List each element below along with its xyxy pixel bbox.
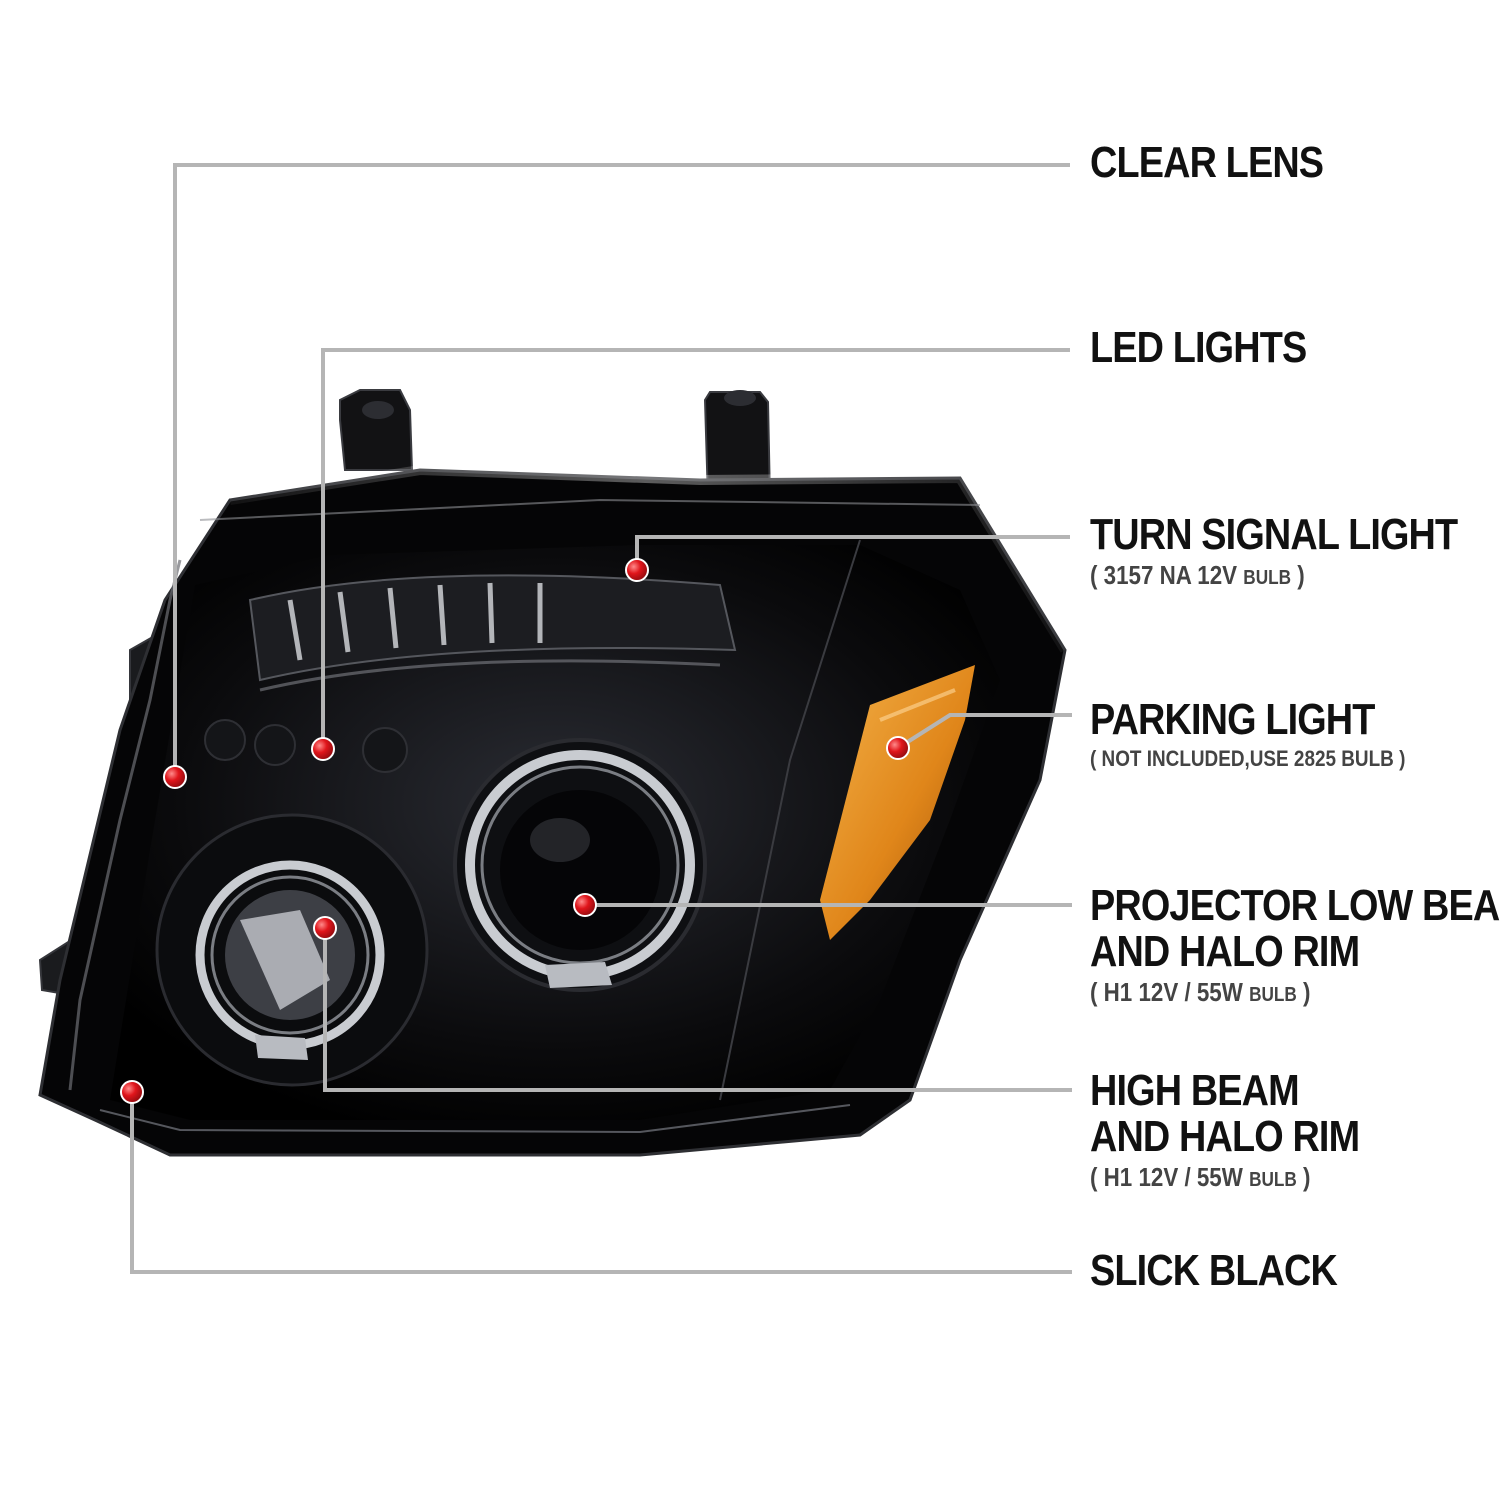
label-turn-signal-light: TURN SIGNAL LIGHT ( 3157 NA 12V BULB ) <box>1090 510 1458 591</box>
label-slick-black: SLICK BLACK <box>1090 1246 1338 1295</box>
label-led-lights: LED LIGHTS <box>1090 323 1307 372</box>
leader-high-beam <box>323 928 1072 1092</box>
label-subtitle: ( NOT INCLUDED,USE 2825 BULB ) <box>1090 746 1406 772</box>
callout-dot-turn-signal <box>625 558 649 582</box>
label-title: PARKING LIGHT <box>1090 695 1375 744</box>
leader-led-lights <box>321 348 1070 749</box>
label-parking-light: PARKING LIGHT ( NOT INCLUDED,USE 2825 BU… <box>1090 695 1406 772</box>
callout-dot-high-beam <box>313 916 337 940</box>
led-strip <box>248 574 737 692</box>
callout-dot-clear-lens <box>163 765 187 789</box>
amber-parking-reflector <box>820 665 975 940</box>
label-subtitle: ( 3157 NA 12V BULB ) <box>1090 560 1305 591</box>
label-subtitle: ( H1 12V / 55W BULB ) <box>1090 977 1311 1008</box>
label-title: CLEAR LENS <box>1090 138 1324 187</box>
low-beam-projector <box>453 738 707 992</box>
label-high-beam: HIGH BEAM AND HALO RIM ( H1 12V / 55W BU… <box>1090 1066 1360 1193</box>
mounting-tab-right <box>703 390 772 501</box>
housing-divider <box>719 539 861 1101</box>
callout-dot-led-lights <box>311 737 335 761</box>
led-dimples <box>204 719 408 773</box>
leader-lines <box>130 163 1072 1274</box>
label-projector-low-beam: PROJECTOR LOW BEAM AND HALO RIM ( H1 12V… <box>1090 881 1500 1008</box>
label-title: TURN SIGNAL LIGHT <box>1090 510 1458 559</box>
callout-dot-slick-black <box>120 1080 144 1104</box>
label-subtitle: ( H1 12V / 55W BULB ) <box>1090 1162 1311 1193</box>
callout-dots <box>120 558 910 1104</box>
mounting-tab-left <box>339 389 414 471</box>
leader-clear-lens <box>173 163 1070 777</box>
high-beam-projector <box>155 813 429 1087</box>
callout-dot-parking <box>886 736 910 760</box>
leader-parking <box>896 713 1072 750</box>
leader-slick-black <box>130 1092 1072 1274</box>
label-title: LED LIGHTS <box>1090 323 1307 372</box>
housing-bottom-edge <box>99 1104 851 1134</box>
label-title-line2: AND HALO RIM <box>1090 927 1360 977</box>
label-title-line2: AND HALO RIM <box>1090 1112 1360 1162</box>
callout-dot-low-beam <box>573 893 597 917</box>
label-title: HIGH BEAM <box>1090 1066 1300 1115</box>
label-clear-lens: CLEAR LENS <box>1090 138 1324 187</box>
label-title: PROJECTOR LOW BEAM <box>1090 881 1500 930</box>
label-title: SLICK BLACK <box>1090 1246 1338 1295</box>
